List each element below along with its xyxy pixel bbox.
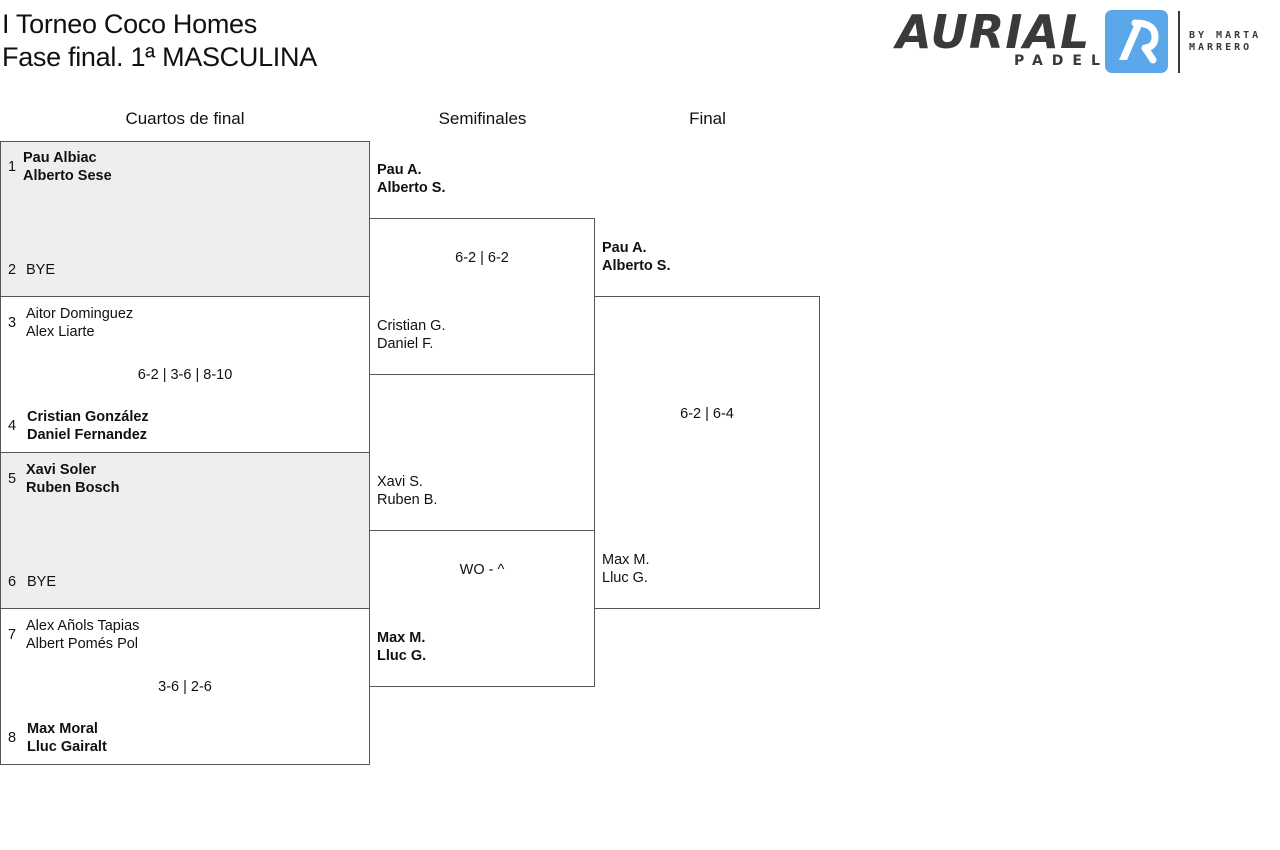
logo-by-line1: BY MARTA bbox=[1189, 30, 1262, 41]
team-player-2: Daniel Fernandez bbox=[27, 427, 148, 443]
team-player-1: Cristian González bbox=[27, 409, 149, 425]
team-player-2: Alex Liarte bbox=[26, 324, 95, 340]
bye-label: BYE bbox=[27, 574, 57, 590]
match-score: 6-2 | 3-6 | 8-10 bbox=[137, 367, 233, 383]
phase-title: Fase final. 1ª MASCULINA bbox=[2, 42, 317, 72]
team-player-2: Albert Pomés Pol bbox=[26, 636, 139, 652]
team-player-2: Lluc G. bbox=[377, 648, 427, 664]
match-score: WO - ^ bbox=[459, 562, 505, 578]
seed-number: 2 bbox=[8, 262, 17, 278]
tournament-title: I Torneo Coco Homes bbox=[2, 9, 257, 39]
team-player-1: Xavi S. bbox=[377, 474, 423, 490]
team-player-2: Ruben Bosch bbox=[26, 480, 120, 496]
final-match bbox=[594, 296, 820, 609]
team-player-1: Max M. bbox=[377, 630, 426, 646]
logo-wordmark: AURIAL bbox=[896, 5, 1091, 59]
round-header-semifinals: Semifinales bbox=[438, 109, 527, 128]
bye-label: BYE bbox=[26, 262, 56, 278]
aurial-padel-logo: AURIAL PADEL BY MARTA MARRERO bbox=[896, 5, 1272, 75]
logo-mark-icon bbox=[1105, 10, 1168, 73]
team-player-1: Alex Añols Tapias bbox=[26, 618, 140, 634]
team-player-2: Lluc Gairalt bbox=[27, 739, 107, 755]
team-player-1: Xavi Soler bbox=[26, 462, 97, 478]
team-player-2: Alberto S. bbox=[377, 180, 446, 196]
match-score: 3-6 | 2-6 bbox=[158, 679, 212, 695]
team-player-1: Pau A. bbox=[602, 240, 647, 256]
round-header-final: Final bbox=[689, 109, 726, 128]
seed-number: 1 bbox=[8, 159, 17, 175]
match-score: 6-2 | 6-4 bbox=[680, 406, 734, 422]
match-score: 6-2 | 6-2 bbox=[455, 250, 509, 266]
seed-number: 7 bbox=[8, 627, 17, 643]
logo-by-line2: MARRERO bbox=[1189, 42, 1253, 53]
team-player-1: Max M. bbox=[602, 552, 650, 568]
team-player-1: Pau Albiac bbox=[23, 150, 97, 166]
team-player-1: Cristian G. bbox=[377, 318, 446, 334]
seed-number: 6 bbox=[8, 574, 17, 590]
team-player-2: Alberto Sese bbox=[23, 168, 112, 184]
team-player-1: Max Moral bbox=[27, 721, 98, 737]
team-player-1: Aitor Dominguez bbox=[26, 306, 134, 322]
team-player-2: Lluc G. bbox=[602, 570, 648, 586]
seed-number: 8 bbox=[8, 730, 17, 746]
seed-number: 5 bbox=[8, 471, 17, 487]
round-header-quarterfinals: Cuartos de final bbox=[125, 109, 245, 128]
logo-subtitle: PADEL bbox=[1014, 53, 1109, 69]
quarterfinal-match-3 bbox=[0, 452, 370, 609]
quarterfinal-match-1 bbox=[0, 141, 370, 297]
team-player-1: Pau A. bbox=[377, 162, 422, 178]
logo-divider bbox=[1178, 11, 1180, 73]
team-player-2: Alberto S. bbox=[602, 258, 671, 274]
seed-number: 4 bbox=[8, 418, 17, 434]
page-title: I Torneo Coco Homes Fase final. 1ª MASCU… bbox=[2, 8, 317, 74]
seed-number: 3 bbox=[8, 315, 17, 331]
team-player-2: Daniel F. bbox=[377, 336, 434, 352]
team-player-2: Ruben B. bbox=[377, 492, 438, 508]
